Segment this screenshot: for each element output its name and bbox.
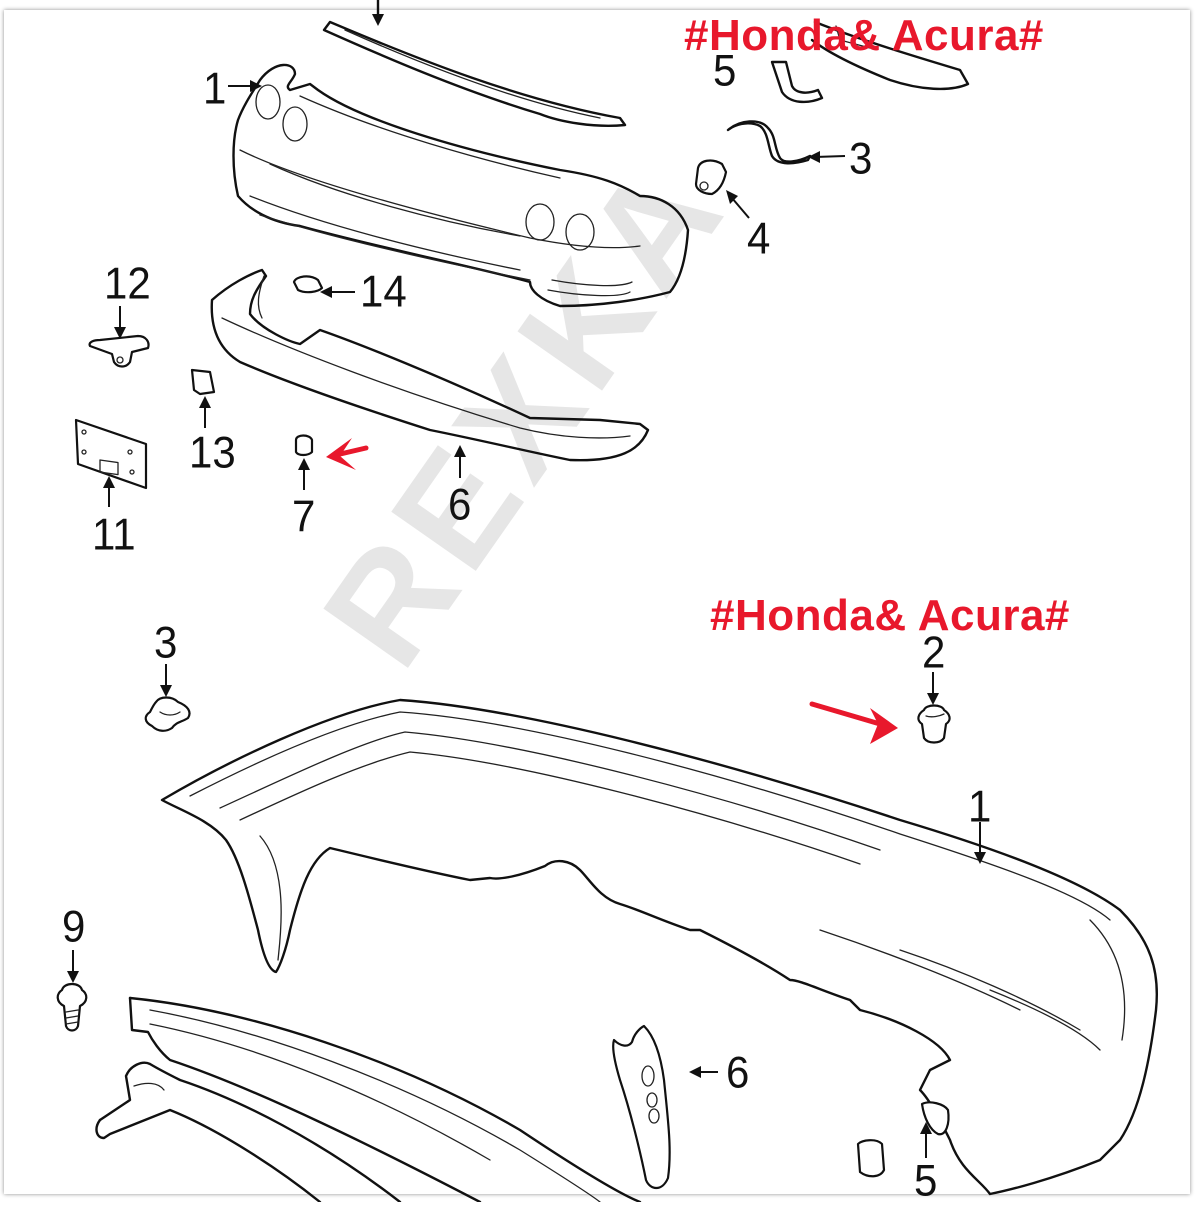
part-13-nut [190,368,216,428]
front-bumper-cover [228,63,690,308]
callout-front-6: 6 [448,479,472,530]
part-5-bracket [770,60,824,104]
callout-front-7: 7 [292,491,316,542]
rear-part-6-bracket [612,1024,718,1190]
front-beam-end [810,20,970,91]
part-14-clip [292,275,355,298]
callout-front-1: 1 [203,63,227,114]
part-7-clip [294,434,369,490]
callout-front-12: 12 [104,258,151,309]
callout-rear-3: 3 [154,617,178,668]
front-lower-spoiler [210,268,650,478]
callout-front-14: 14 [360,266,407,317]
front-beam [322,0,627,127]
part-12-bracket [88,306,150,368]
rear-bumper-cover [160,698,1158,1196]
callout-front-11: 11 [92,509,136,560]
brand-label-middle: #Honda& Acura# [710,591,1070,640]
callout-front-4: 4 [747,213,771,264]
rear-part-9-bolt [56,950,88,1032]
callout-rear-9: 9 [62,901,86,952]
callout-front-3: 3 [849,133,873,184]
brand-label-top: #Honda& Acura# [684,11,1044,60]
part-3-bracket [726,120,846,165]
part-4-clip [694,159,750,219]
callout-front-13: 13 [189,427,236,478]
part-11-license-base [74,418,148,507]
rear-part-2-clip [809,672,951,744]
callout-rear-1: 1 [968,781,992,832]
rear-reinforcement-beam [95,996,642,1202]
rear-part-5-clip [856,1101,950,1178]
callout-front-5: 5 [713,45,737,96]
callout-rear-5: 5 [914,1155,938,1205]
callout-rear-2: 2 [922,627,946,678]
callout-rear-6: 6 [726,1047,750,1098]
rear-part-3-clip [144,664,191,732]
